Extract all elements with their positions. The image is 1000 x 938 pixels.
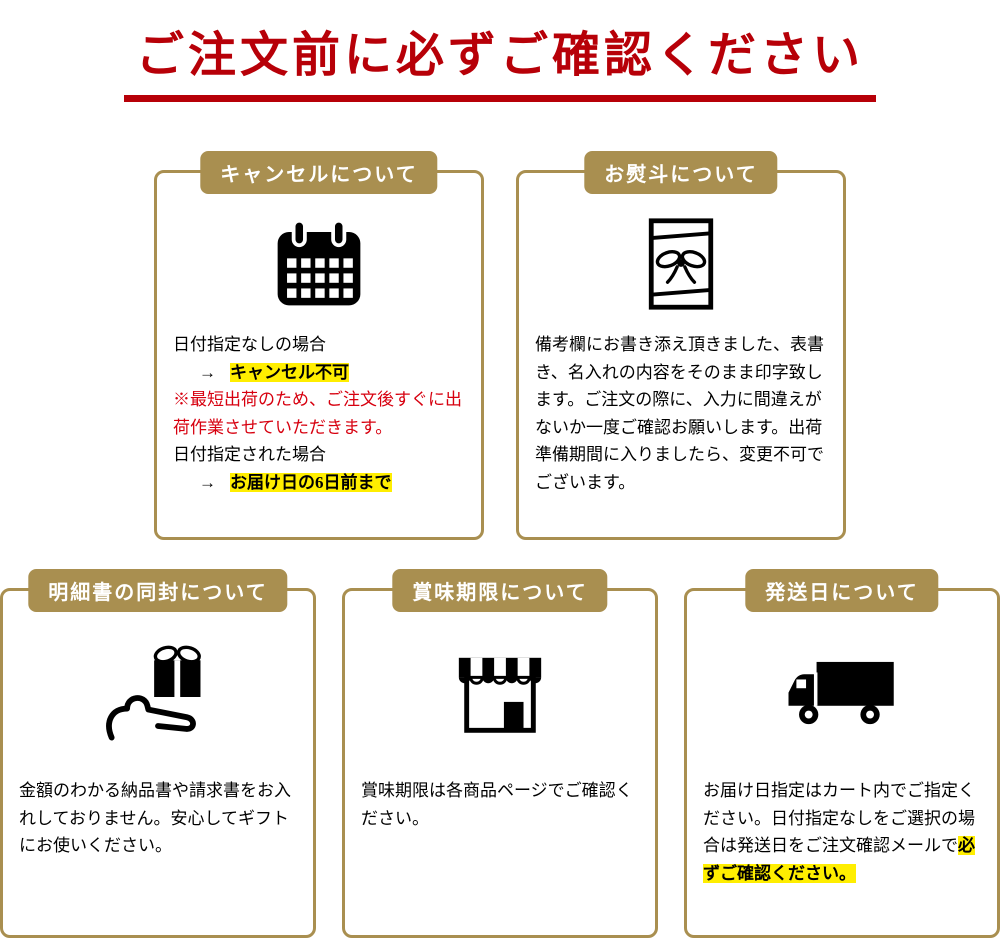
cancel-dated-result: → お届け日の6日前まで bbox=[173, 469, 465, 497]
card-noshi: お熨斗について 備考欄にお書き添え頂きました、表書き、名入れの内容をそのまま印字… bbox=[516, 151, 846, 541]
arrow-right-glyph: → bbox=[199, 472, 216, 492]
card-shipping: 発送日について お届け日指定はカート内でご指定ください。日付指定なしをご選択の場… bbox=[684, 569, 1000, 938]
card-noshi-body: 備考欄にお書き添え頂きました、表書き、名入れの内容をそのまま印字致します。ご注文… bbox=[535, 335, 824, 492]
card-expiry-body: 賞味期限は各商品ページでご確認ください。 bbox=[361, 781, 633, 828]
card-statement: 明細書の同封について 金額のわかる納品書や請求書をお入れしておりません。安心して… bbox=[0, 569, 316, 938]
cards-row-top: キャンセルについて 日付指定なしの場合 → キャンセル不可 bbox=[0, 151, 1000, 541]
card-noshi-title: お熨斗について bbox=[584, 151, 778, 195]
cards-row-bottom: 明細書の同封について 金額のわかる納品書や請求書をお入れしておりません。安心して… bbox=[0, 569, 1000, 938]
card-shipping-body: お届け日指定はカート内でご指定ください。日付指定なしをご選択の場合は発送日をご注… bbox=[703, 777, 981, 887]
calendar-icon bbox=[173, 205, 465, 323]
cancel-not-allowed-highlight: キャンセル不可 bbox=[230, 362, 349, 382]
hand-gift-icon bbox=[19, 629, 297, 765]
shipping-body-text: お届け日指定はカート内でご指定ください。日付指定なしをご選択の場合は発送日をご注… bbox=[703, 781, 975, 856]
truck-icon bbox=[703, 629, 981, 765]
arrow-right-glyph: → bbox=[199, 362, 216, 382]
page-header: ご注文前に必ずご確認ください bbox=[0, 0, 1000, 103]
card-cancellation-title: キャンセルについて bbox=[200, 151, 438, 195]
storefront-icon bbox=[361, 629, 639, 765]
page-title: ご注文前に必ずご確認ください bbox=[123, 28, 876, 103]
cancel-deadline-highlight: お届け日の6日前まで bbox=[230, 472, 392, 492]
noshi-gift-icon bbox=[535, 205, 827, 323]
cancel-shipping-note: ※最短出荷のため、ご注文後すぐに出荷作業させていただきます。 bbox=[173, 390, 462, 437]
cancel-case-no-date: 日付指定なしの場合 bbox=[173, 335, 326, 355]
cancel-no-date-result: → キャンセル不可 bbox=[173, 359, 465, 387]
card-statement-title: 明細書の同封について bbox=[28, 569, 288, 613]
cancel-case-dated: 日付指定された場合 bbox=[173, 445, 326, 465]
card-cancellation: キャンセルについて 日付指定なしの場合 → キャンセル不可 bbox=[154, 151, 484, 541]
card-cancellation-body: 日付指定なしの場合 → キャンセル不可 ※最短出荷のため、ご注文後すぐに出荷作業さ… bbox=[173, 331, 465, 496]
card-expiry-title: 賞味期限について bbox=[392, 569, 608, 613]
card-expiry: 賞味期限について 賞味期限は各商品ペー bbox=[342, 569, 658, 938]
card-statement-body: 金額のわかる納品書や請求書をお入れしておりません。安心してギフトにお使いください… bbox=[19, 781, 291, 856]
card-shipping-title: 発送日について bbox=[745, 569, 939, 613]
